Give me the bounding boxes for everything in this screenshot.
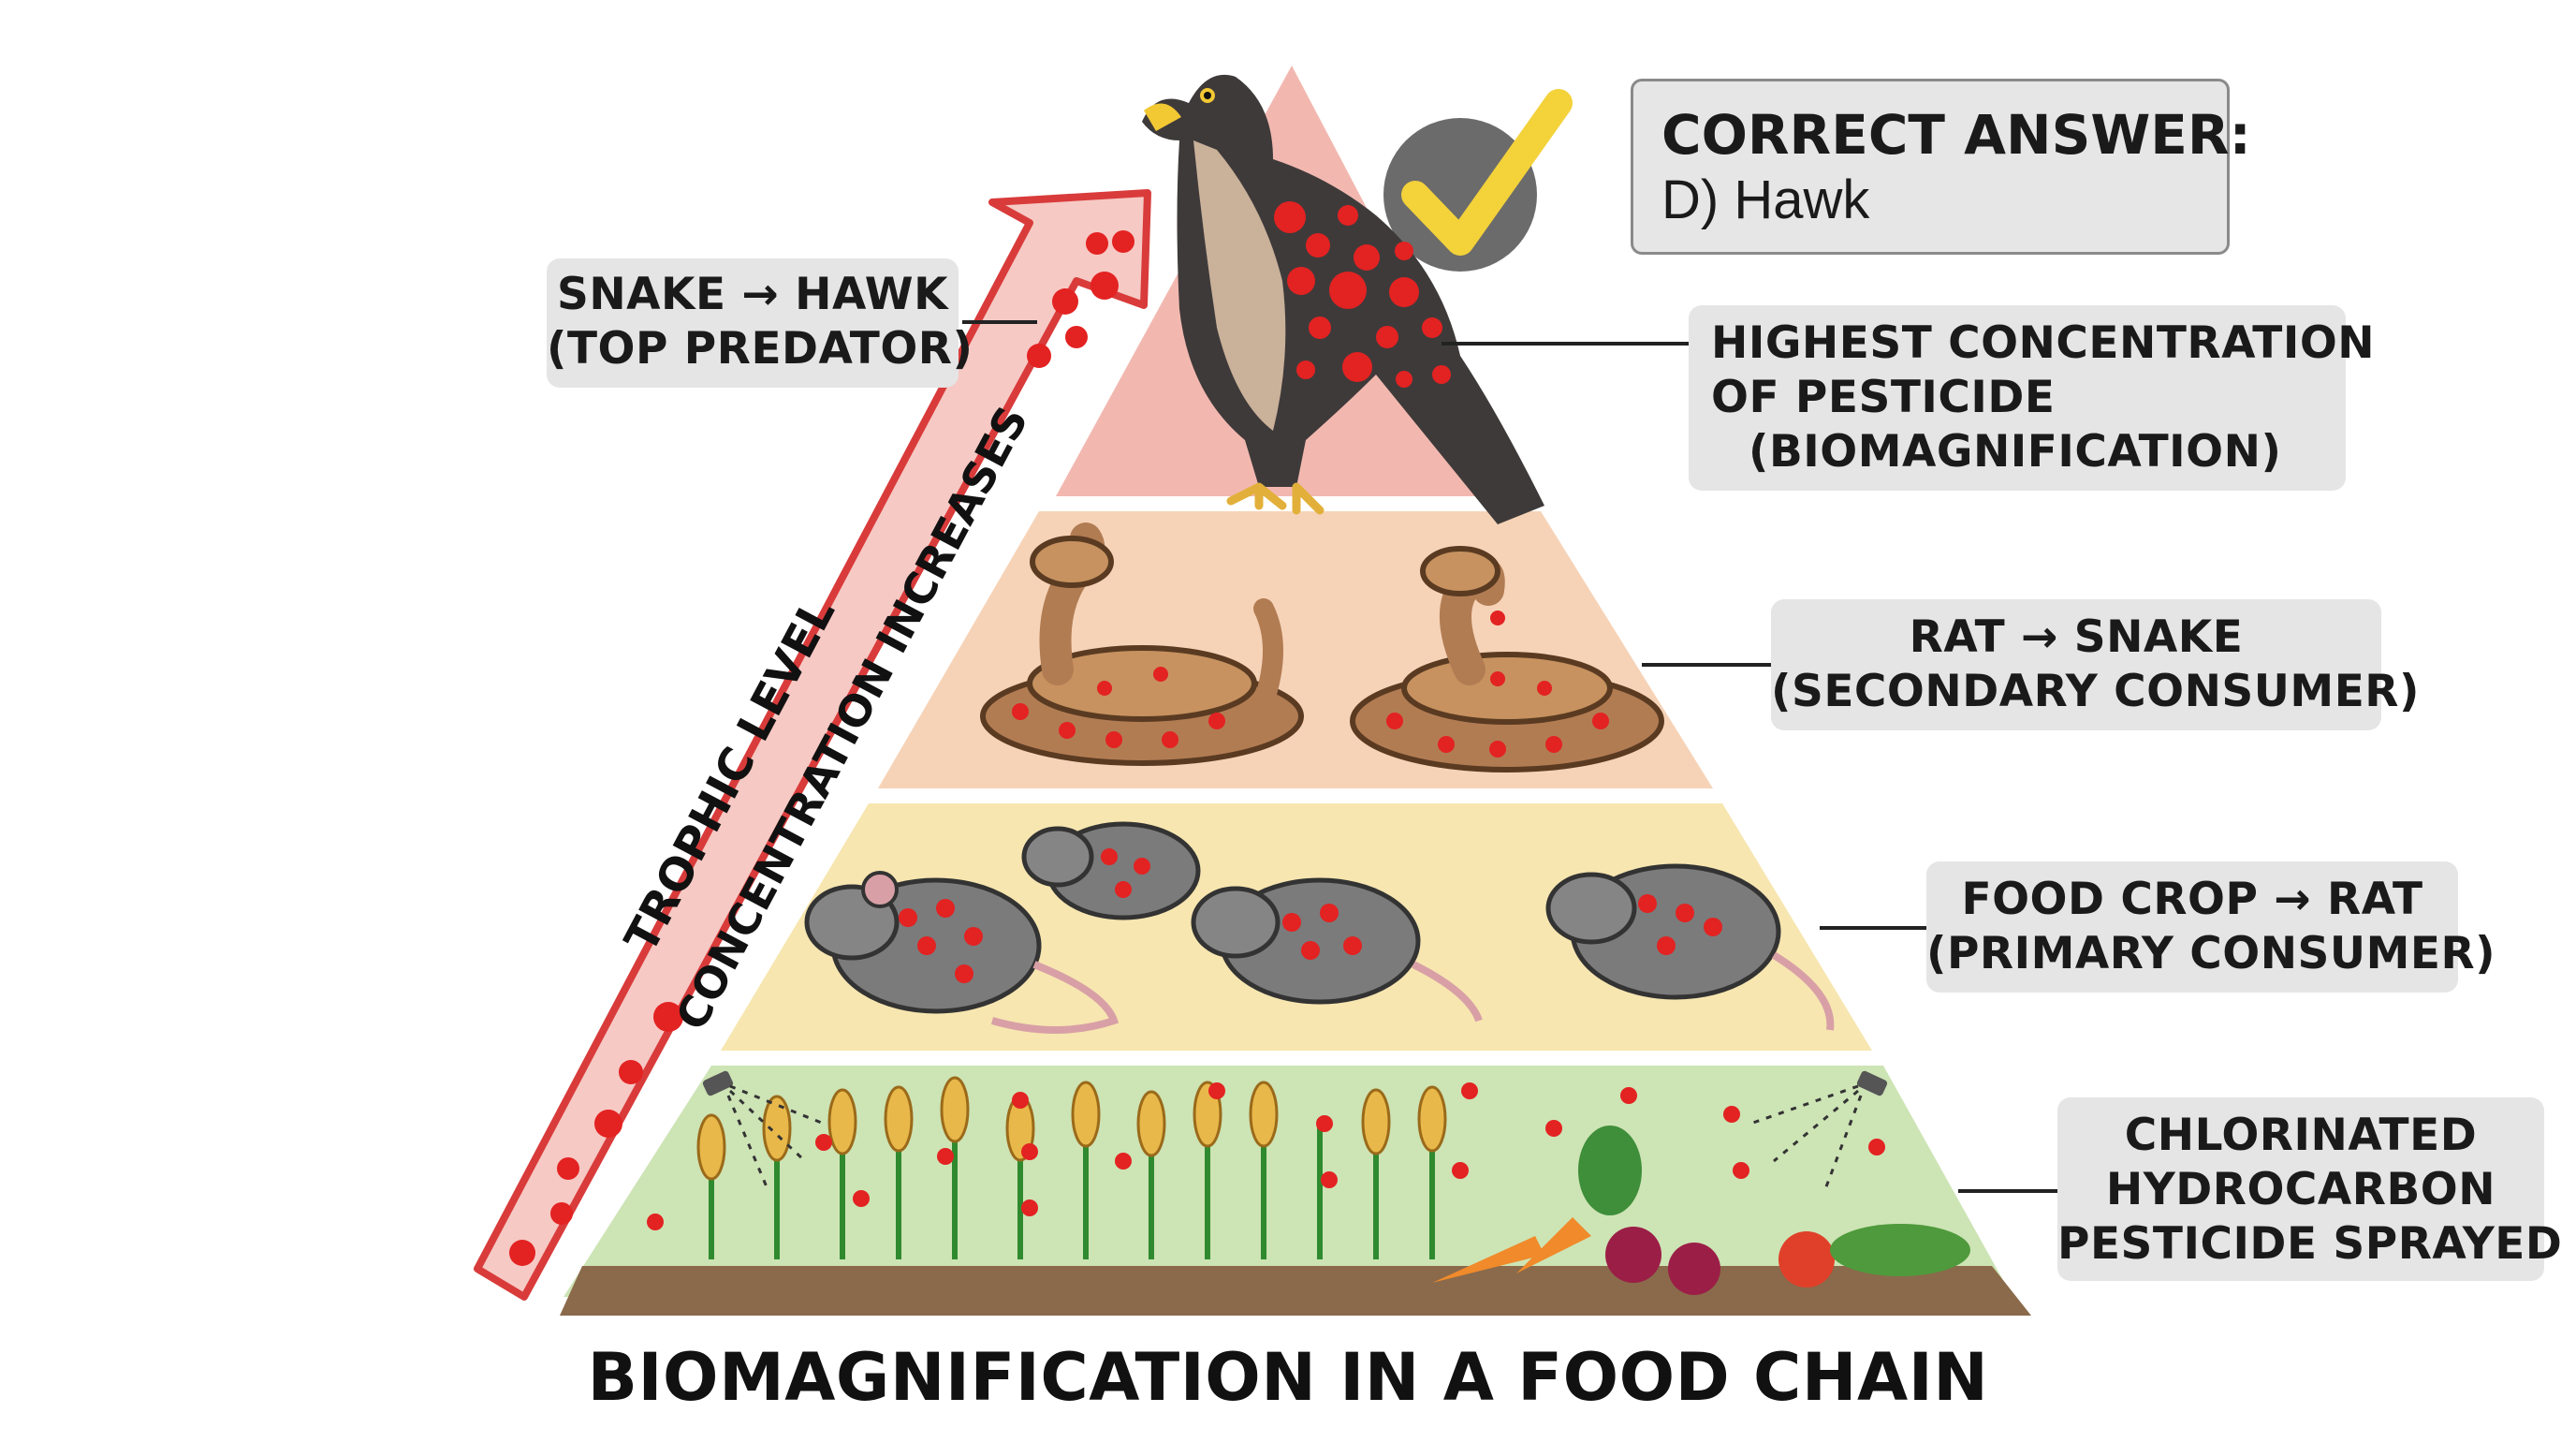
rat-icon [804, 871, 1120, 1034]
pesticide-droplets [647, 1082, 1885, 1230]
leader-line-highest [1442, 342, 1690, 346]
leader-line-pesticide [1958, 1189, 2059, 1193]
callout-line: RAT → SNAKE [1909, 611, 2244, 663]
rat-icon [1545, 863, 1835, 1031]
answer-heading: CORRECT ANSWER: [1661, 103, 2251, 167]
vegetables [1432, 1126, 1970, 1295]
snake-icon [1350, 546, 1664, 772]
answer-value: D) Hawk [1661, 169, 1870, 230]
callout-line: FOOD CROP → RAT [1961, 874, 2423, 925]
callout-rat-to-snake: RAT → SNAKE (SECONDARY CONSUMER) [1771, 599, 2420, 730]
callout-food-crop-to-rat: FOOD CROP → RAT (PRIMARY CONSUMER) [1926, 861, 2496, 993]
callout-highest-concentration: HIGHEST CONCENTRATION OF PESTICIDE (BIOM… [1689, 305, 2376, 491]
diagram-title: BIOMAGNIFICATION IN A FOOD CHAIN [587, 1339, 1989, 1416]
callout-line: (TOP PREDATOR) [547, 323, 973, 375]
callout-line: PESTICIDE SPRAYED [2057, 1218, 2563, 1270]
leader-line-hawk [962, 320, 1037, 324]
callout-pesticide-sprayed: CHLORINATED HYDROCARBON PESTICIDE SPRAYE… [2057, 1097, 2563, 1281]
arrow-dots [509, 230, 1134, 1266]
wheat-heads [696, 1076, 1447, 1181]
callout-line: HYDROCARBON [2105, 1164, 2496, 1215]
callout-line: CHLORINATED [2124, 1110, 2478, 1161]
check-icon [1383, 89, 1573, 272]
callout-line: HIGHEST CONCENTRATION [1711, 317, 2376, 369]
rat-icon [1021, 821, 1201, 920]
callout-line: (BIOMAGNIFICATION) [1749, 426, 2282, 478]
callout-line: (PRIMARY CONSUMER) [1926, 928, 2496, 979]
soil-strip [560, 1266, 2031, 1316]
callout-line: SNAKE → HAWK [556, 269, 949, 320]
sprayer-icon [702, 1070, 1888, 1096]
callout-line: (SECONDARY CONSUMER) [1771, 666, 2420, 717]
leader-line-snake [1642, 663, 1771, 667]
hawk-icon [1142, 74, 1544, 525]
callout-snake-to-hawk: SNAKE → HAWK (TOP PREDATOR) [547, 258, 973, 388]
spray-mist [726, 1084, 1863, 1190]
correct-answer-box: CORRECT ANSWER: D) Hawk [1631, 79, 2251, 255]
snake-icon [980, 522, 1304, 766]
leader-line-rat [1820, 926, 1930, 930]
rat-icon [1191, 877, 1483, 1023]
callout-line: OF PESTICIDE [1711, 372, 2056, 423]
